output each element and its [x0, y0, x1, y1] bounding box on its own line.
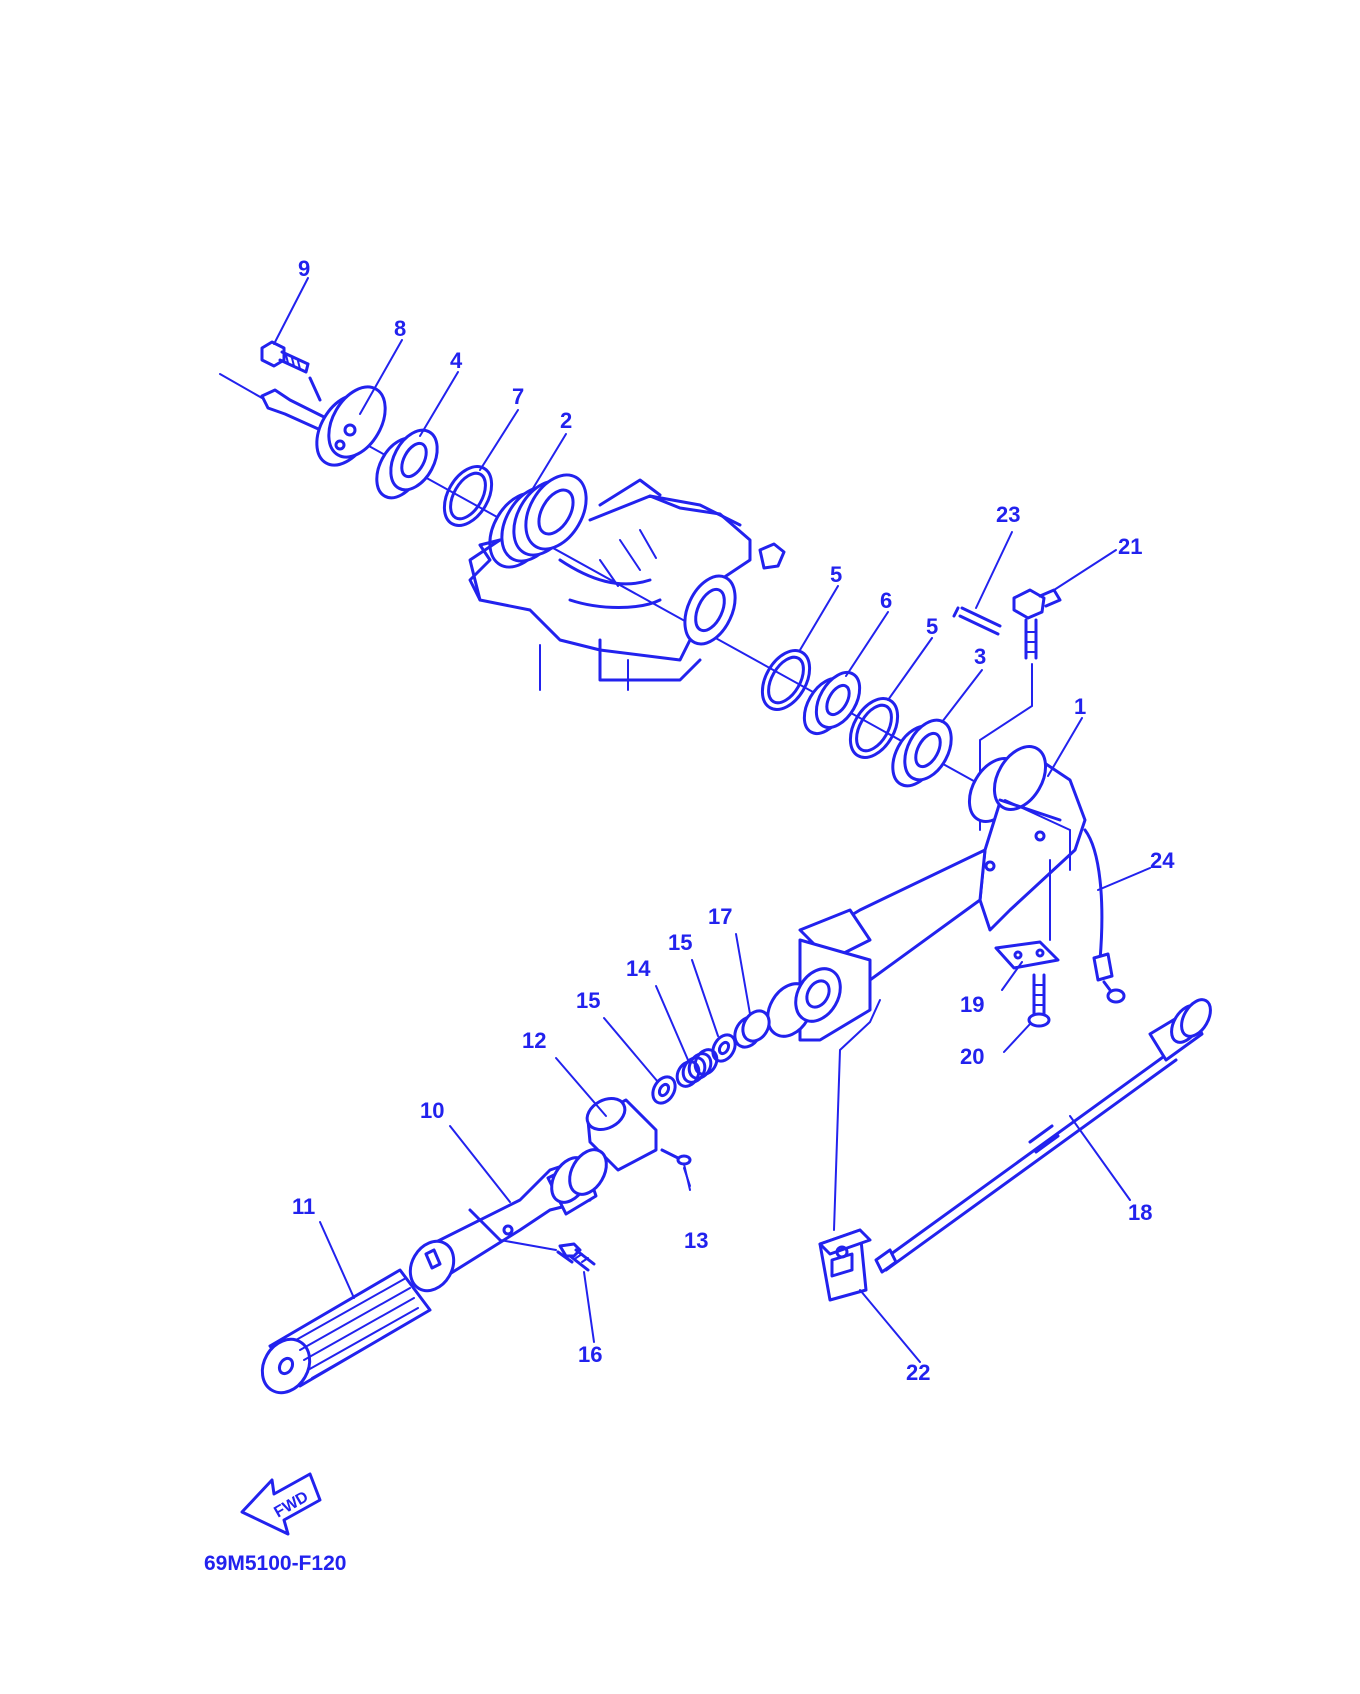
- leader-1: [1047, 717, 1083, 777]
- part-24-cable: [1083, 828, 1126, 1004]
- part-labels: 9 8 4 7 2 5 6 5 3 23 21 1 24 19 20 17 15…: [292, 256, 1175, 1385]
- leader-24: [1097, 867, 1151, 891]
- label-part-3: 3: [974, 644, 986, 669]
- leader-8: [359, 339, 403, 415]
- drawing-code: 69M5100-F120: [204, 1552, 346, 1575]
- part-7-o-ring: [442, 465, 494, 527]
- leader-11: [319, 1221, 355, 1299]
- label-part-5b: 5: [926, 614, 938, 639]
- part-4-bushing: [375, 428, 439, 500]
- leader-7: [479, 409, 519, 471]
- leader-3: [941, 669, 983, 723]
- label-part-17: 17: [708, 904, 732, 929]
- label-part-18: 18: [1128, 1200, 1152, 1225]
- part-22-block: [818, 1228, 872, 1302]
- leader-9: [273, 277, 309, 345]
- label-part-19: 19: [960, 992, 984, 1017]
- part-10-throttle-shaft: [408, 1148, 608, 1293]
- leader-15b: [603, 1017, 659, 1083]
- leader-13: [683, 1163, 691, 1191]
- part-5-washer-b: [848, 697, 900, 759]
- guide-line-22: [833, 999, 881, 1231]
- label-part-22: 22: [906, 1360, 930, 1385]
- label-part-9: 9: [298, 256, 310, 281]
- part-18-rod: [874, 998, 1212, 1274]
- label-part-2: 2: [560, 408, 572, 433]
- part-5-washer-a: [760, 649, 812, 711]
- part-6-bushing: [802, 671, 862, 735]
- leader-6: [845, 611, 889, 677]
- part-15-washer-b: [651, 1075, 677, 1105]
- part-11-grip: [260, 1268, 432, 1395]
- label-part-15b: 15: [576, 988, 600, 1013]
- part-8-plate: [315, 385, 387, 467]
- label-part-4: 4: [450, 348, 463, 373]
- leader-12: [555, 1057, 607, 1117]
- part-21-grease-nipple: [1012, 588, 1062, 660]
- part-16-screw: [499, 1239, 596, 1272]
- leader-4: [419, 371, 459, 437]
- fwd-arrow-icon: FWD: [240, 1472, 322, 1536]
- label-part-16: 16: [578, 1342, 602, 1367]
- part-23-pin: [952, 606, 1002, 636]
- leader-lines: [273, 277, 1151, 1363]
- leader-14: [655, 985, 689, 1061]
- label-part-1: 1: [1074, 694, 1086, 719]
- leader-15a: [691, 959, 719, 1037]
- leader-21: [1053, 549, 1117, 591]
- label-part-8: 8: [394, 316, 406, 341]
- label-part-21: 21: [1118, 534, 1142, 559]
- label-part-23: 23: [996, 502, 1020, 527]
- label-part-7: 7: [512, 384, 524, 409]
- label-part-12: 12: [522, 1028, 546, 1053]
- label-part-6: 6: [880, 588, 892, 613]
- leader-20: [1003, 1023, 1031, 1053]
- label-part-15a: 15: [668, 930, 692, 955]
- tiller-pivot-end: [766, 908, 872, 1042]
- label-part-5a: 5: [830, 562, 842, 587]
- leader-23: [975, 531, 1013, 609]
- leader-22: [859, 1289, 921, 1363]
- leader-5a: [799, 585, 839, 651]
- label-part-20: 20: [960, 1044, 984, 1069]
- label-part-13: 13: [684, 1228, 708, 1253]
- leader-2: [531, 433, 567, 491]
- part-3-bushing: [891, 718, 953, 788]
- part-2-housing-sleeve: [488, 473, 588, 569]
- swivel-bracket-body: [468, 478, 786, 691]
- part-14-spring: [675, 1048, 719, 1088]
- label-part-14: 14: [626, 956, 651, 981]
- leader-17: [735, 933, 751, 1015]
- part-17-bushing: [733, 1009, 771, 1049]
- leader-10: [449, 1125, 511, 1203]
- label-part-10: 10: [420, 1098, 444, 1123]
- leader-5b: [887, 637, 933, 701]
- label-part-24: 24: [1150, 848, 1175, 873]
- leader-19: [1001, 961, 1023, 991]
- leader-16: [583, 1271, 595, 1343]
- part-9-bolt: [260, 340, 310, 374]
- part-19-plate: [994, 940, 1060, 970]
- leader-18: [1069, 1115, 1131, 1201]
- label-part-11: 11: [292, 1194, 315, 1219]
- part-20-screw: [1027, 973, 1051, 1028]
